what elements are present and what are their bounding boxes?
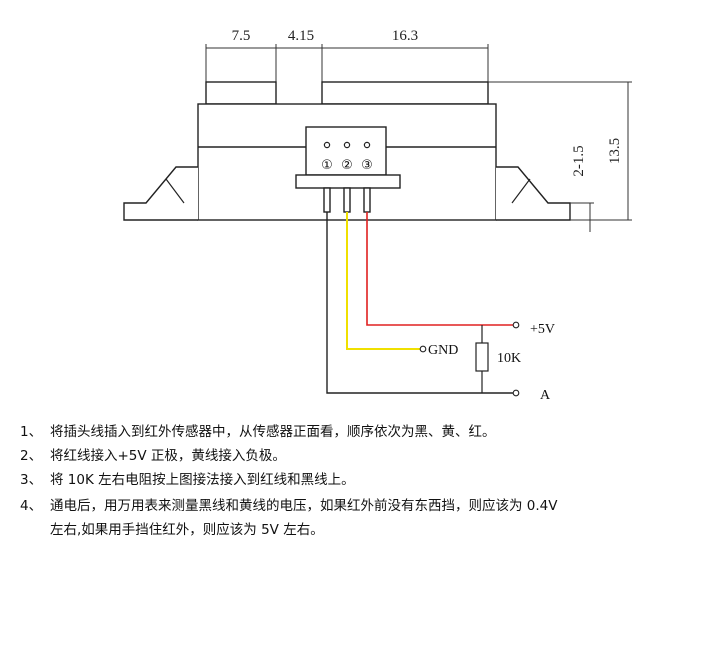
step-text: 左右,如果用手挡住红外，则应该为 5V 左右。 xyxy=(50,522,324,538)
connector xyxy=(295,126,401,213)
dim-height-total: 13.5 xyxy=(607,138,623,164)
pin-1-label: ① xyxy=(321,158,333,173)
black-wire xyxy=(326,212,514,394)
step-number: 4、 xyxy=(20,498,43,514)
terminals xyxy=(419,321,520,397)
dim-height-lens: 2-1.5 xyxy=(571,145,587,176)
dim-width-a: 7.5 xyxy=(232,28,251,44)
step-text: 将插头线插入到红外传感器中，从传感器正面看，顺序依次为黑、黄、红。 xyxy=(50,424,496,440)
step-text: 将红线接入+5V 正极，黄线接入负极。 xyxy=(50,448,286,464)
side-dimensions xyxy=(488,81,632,232)
step-number: 1、 xyxy=(20,424,43,440)
sensor-wiring-diagram: 7.5 4.15 16.3 ① ② ③ 13.5 2-1. xyxy=(123,28,632,403)
step-text: 将 10K 左右电阻按上图接法接入到红线和黑线上。 xyxy=(50,472,355,488)
gnd-label: GND xyxy=(428,343,458,358)
pin-2-label: ② xyxy=(341,158,353,173)
output-label: A xyxy=(540,388,551,403)
vcc-label: +5V xyxy=(530,322,555,337)
step-number: 2、 xyxy=(20,448,43,464)
flange-holes xyxy=(165,178,531,204)
dim-width-b: 4.15 xyxy=(288,28,314,44)
connector-pin-dots xyxy=(323,141,371,149)
dim-width-c: 16.3 xyxy=(392,28,418,44)
yellow-wire xyxy=(346,212,420,350)
top-dimensions xyxy=(205,44,489,82)
pin-3-label: ③ xyxy=(361,158,373,173)
step-number: 3、 xyxy=(20,472,43,488)
red-wire xyxy=(366,212,514,326)
resistor-label: 10K xyxy=(497,351,521,366)
step-text: 通电后，用万用表来测量黑线和黄线的电压，如果红外前没有东西挡，则应该为 0.4V xyxy=(50,498,558,514)
resistor-10k xyxy=(475,325,489,393)
